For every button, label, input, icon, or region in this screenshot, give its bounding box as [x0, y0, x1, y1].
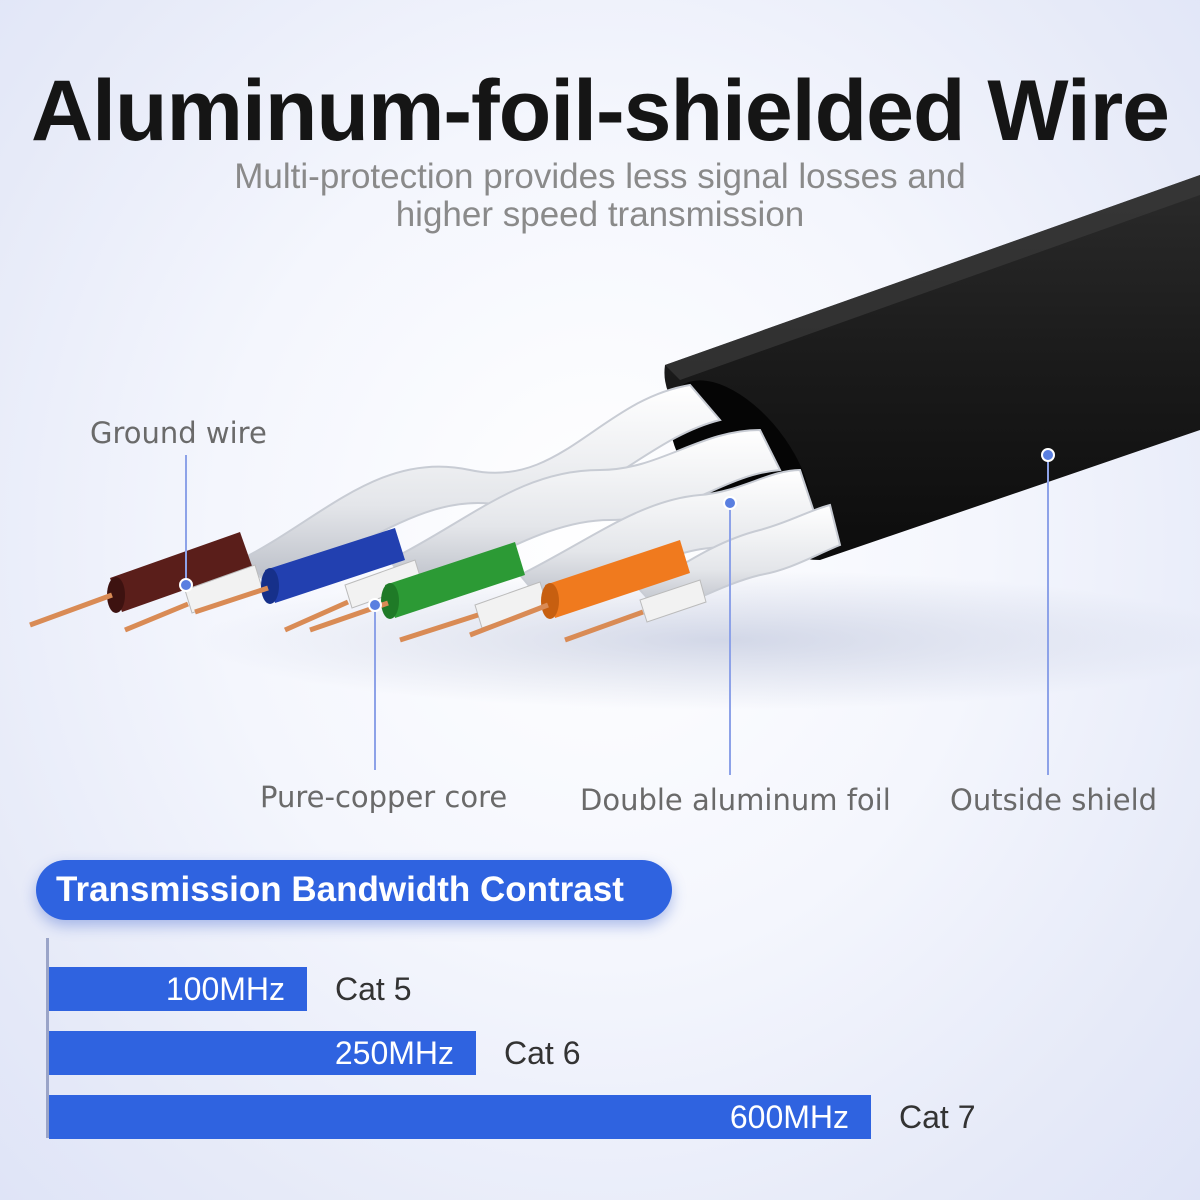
conductor-orange-white	[564, 579, 707, 643]
bandwidth-label-cat5: Cat 5	[335, 971, 412, 1007]
callout-copper-core-leader	[368, 598, 382, 770]
conductor-brown	[29, 532, 252, 628]
callout-outside-shield-leader	[1041, 448, 1055, 775]
bandwidth-bar-cat7: 600MHz	[49, 1095, 871, 1139]
subtitle-line-2: higher speed transmission	[395, 195, 805, 234]
callout-double-aluminum-foil: Double aluminum foil	[580, 783, 891, 817]
subtitle-line-1: Multi-protection provides less signal lo…	[234, 157, 966, 196]
bandwidth-axis	[46, 938, 49, 1138]
bandwidth-label-cat7: Cat 7	[899, 1099, 976, 1135]
bandwidth-label-cat6: Cat 6	[504, 1035, 581, 1071]
callout-ground-wire: Ground wire	[90, 416, 267, 450]
conductor-blue	[194, 528, 405, 615]
callout-aluminum-foil-leader	[723, 496, 737, 775]
callout-pure-copper-core: Pure-copper core	[260, 780, 508, 814]
conductor-orange	[469, 540, 690, 638]
callout-ground-wire-leader	[179, 455, 193, 592]
page-title: Aluminum-foil-shielded Wire	[30, 63, 1170, 159]
cable-shadow	[200, 570, 1200, 710]
bandwidth-heading: Transmission Bandwidth Contrast	[36, 860, 672, 920]
page-subtitle: Multi-protection provides less signal lo…	[0, 158, 1200, 234]
bandwidth-bar-cat5: 100MHz	[49, 967, 307, 1011]
bandwidth-bar-cat6: 250MHz	[49, 1031, 476, 1075]
callout-outside-shield: Outside shield	[950, 783, 1158, 817]
